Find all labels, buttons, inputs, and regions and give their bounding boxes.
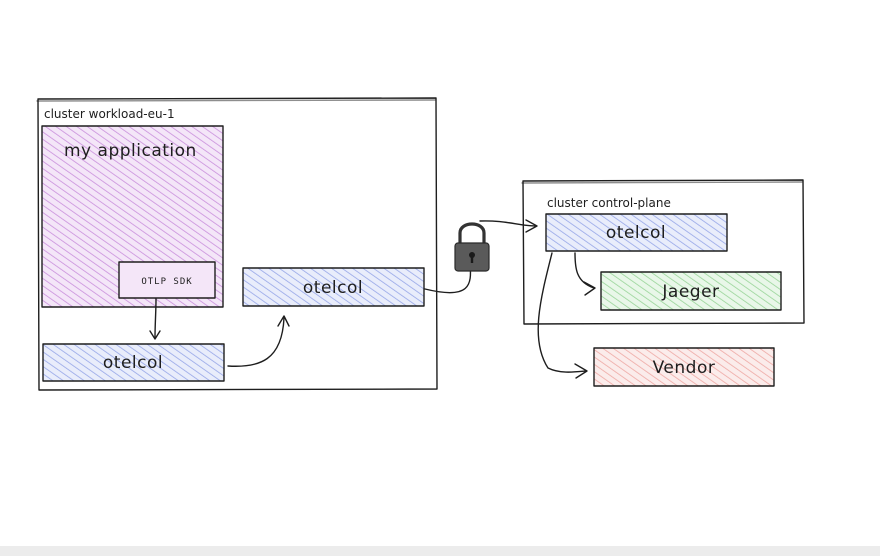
arrow-sdk-to-otelcol — [149, 298, 161, 340]
otlp-sdk-box: OTLP SDK — [118, 261, 216, 299]
otelcol-control-plane-label: otelcol — [606, 223, 666, 243]
arrow-otelcol-to-gateway — [227, 315, 290, 367]
jaeger-box: Jaeger — [600, 271, 782, 311]
otelcol-gateway-box: otelcol — [242, 267, 425, 307]
otelcol-control-plane-box: otelcol — [545, 213, 728, 252]
otelcol-workload-box: otelcol — [42, 343, 225, 382]
otelcol-gateway-label: otelcol — [303, 278, 363, 298]
jaeger-label: Jaeger — [661, 282, 719, 302]
vendor-label: Vendor — [653, 358, 716, 378]
padlock-icon — [454, 222, 490, 272]
cluster-workload-label: cluster workload-eu-1 — [44, 107, 175, 121]
vendor-box: Vendor — [593, 347, 775, 387]
arrow-otelcol-to-vendor — [537, 252, 588, 379]
cluster-control-plane: cluster control-plane — [521, 179, 805, 325]
bottom-strip — [0, 546, 880, 556]
otlp-sdk-label: OTLP SDK — [141, 277, 192, 287]
my-application-label: my application — [64, 141, 197, 161]
cluster-workload-eu-1: cluster workload-eu-1 — [36, 97, 438, 391]
arrow-otelcol-to-jaeger — [574, 252, 596, 296]
otelcol-workload-label: otelcol — [103, 353, 163, 373]
cluster-control-plane-label: cluster control-plane — [547, 196, 671, 210]
